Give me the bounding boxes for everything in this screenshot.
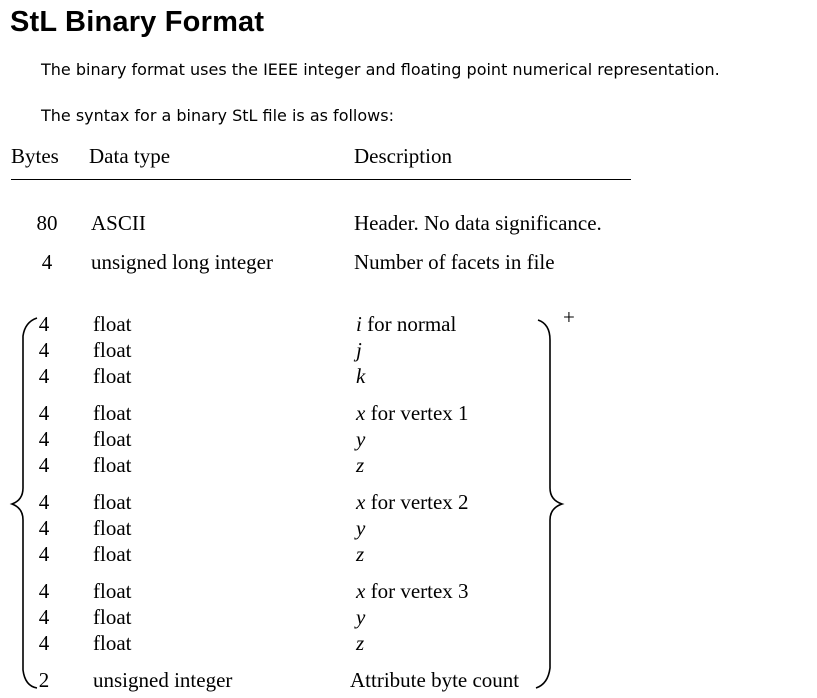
cell-bytes: 4 [38, 338, 50, 362]
cell-description: y [356, 605, 365, 629]
cell-bytes: 4 [38, 605, 50, 629]
cell-description: z [356, 631, 364, 655]
cell-description: j [356, 338, 362, 362]
cell-type: float [93, 364, 132, 388]
cell-type: float [93, 579, 132, 603]
syntax-paragraph: The syntax for a binary StL file is as f… [41, 106, 394, 125]
cell-type: float [93, 401, 132, 425]
right-brace [535, 319, 565, 689]
cell-type: unsigned long integer [91, 250, 273, 274]
cell-description: x for vertex 1 [356, 401, 469, 425]
cell-bytes: 4 [38, 579, 50, 603]
header-bytes: Bytes [11, 144, 59, 168]
page-title: StL Binary Format [10, 6, 265, 38]
header-data-type: Data type [89, 144, 171, 168]
intro-paragraph: The binary format uses the IEEE integer … [41, 60, 720, 79]
cell-type: float [93, 453, 132, 477]
cell-variable: x [356, 401, 366, 425]
cell-variable: z [356, 453, 365, 477]
cell-variable: z [356, 631, 365, 655]
cell-variable: k [356, 364, 366, 388]
cell-type: ASCII [91, 211, 146, 235]
cell-bytes: 80 [36, 211, 58, 235]
cell-variable: y [356, 427, 366, 451]
cell-type: float [93, 338, 132, 362]
cell-bytes: 4 [38, 427, 50, 451]
cell-description: y [356, 427, 365, 451]
cell-description: z [356, 542, 364, 566]
header-description: Description [354, 144, 452, 168]
cell-bytes: 4 [38, 631, 50, 655]
cell-description: y [356, 516, 365, 540]
cell-variable: i [356, 312, 362, 336]
cell-type: unsigned integer [93, 668, 233, 692]
cell-variable: j [356, 338, 362, 362]
cell-bytes: 4 [38, 312, 50, 336]
cell-bytes: 4 [38, 490, 50, 514]
cell-bytes: 4 [41, 250, 53, 274]
cell-type: float [93, 631, 132, 655]
cell-variable: x [356, 490, 366, 514]
cell-description-text: for vertex 2 [365, 490, 469, 514]
cell-description-text: for vertex 3 [365, 579, 469, 603]
cell-description: i for normal [356, 312, 456, 336]
cell-description: k [356, 364, 365, 388]
cell-bytes: 4 [38, 542, 50, 566]
repeat-marker: + [563, 305, 575, 329]
cell-bytes: 4 [38, 401, 50, 425]
cell-description: x for vertex 3 [356, 579, 469, 603]
cell-variable: y [356, 516, 366, 540]
cell-type: float [93, 427, 132, 451]
cell-bytes: 4 [38, 453, 50, 477]
cell-description-text: Attribute byte count [350, 668, 520, 692]
cell-description: z [356, 453, 364, 477]
left-brace [9, 317, 38, 689]
cell-description-text: for normal [361, 312, 457, 336]
cell-type: float [93, 516, 132, 540]
cell-type: float [93, 542, 132, 566]
header-rule [11, 179, 631, 180]
cell-description: Header. No data significance. [354, 211, 602, 235]
cell-description-text: for vertex 1 [365, 401, 469, 425]
cell-type: float [93, 490, 132, 514]
cell-variable: z [356, 542, 365, 566]
cell-type: float [93, 312, 132, 336]
cell-description: x for vertex 2 [356, 490, 469, 514]
cell-variable: y [356, 605, 366, 629]
cell-variable: x [356, 579, 366, 603]
cell-bytes: 4 [38, 516, 50, 540]
cell-description: Number of facets in file [354, 250, 555, 274]
cell-bytes: 2 [38, 668, 50, 692]
cell-bytes: 4 [38, 364, 50, 388]
cell-description: Attribute byte count [350, 668, 519, 692]
cell-type: float [93, 605, 132, 629]
